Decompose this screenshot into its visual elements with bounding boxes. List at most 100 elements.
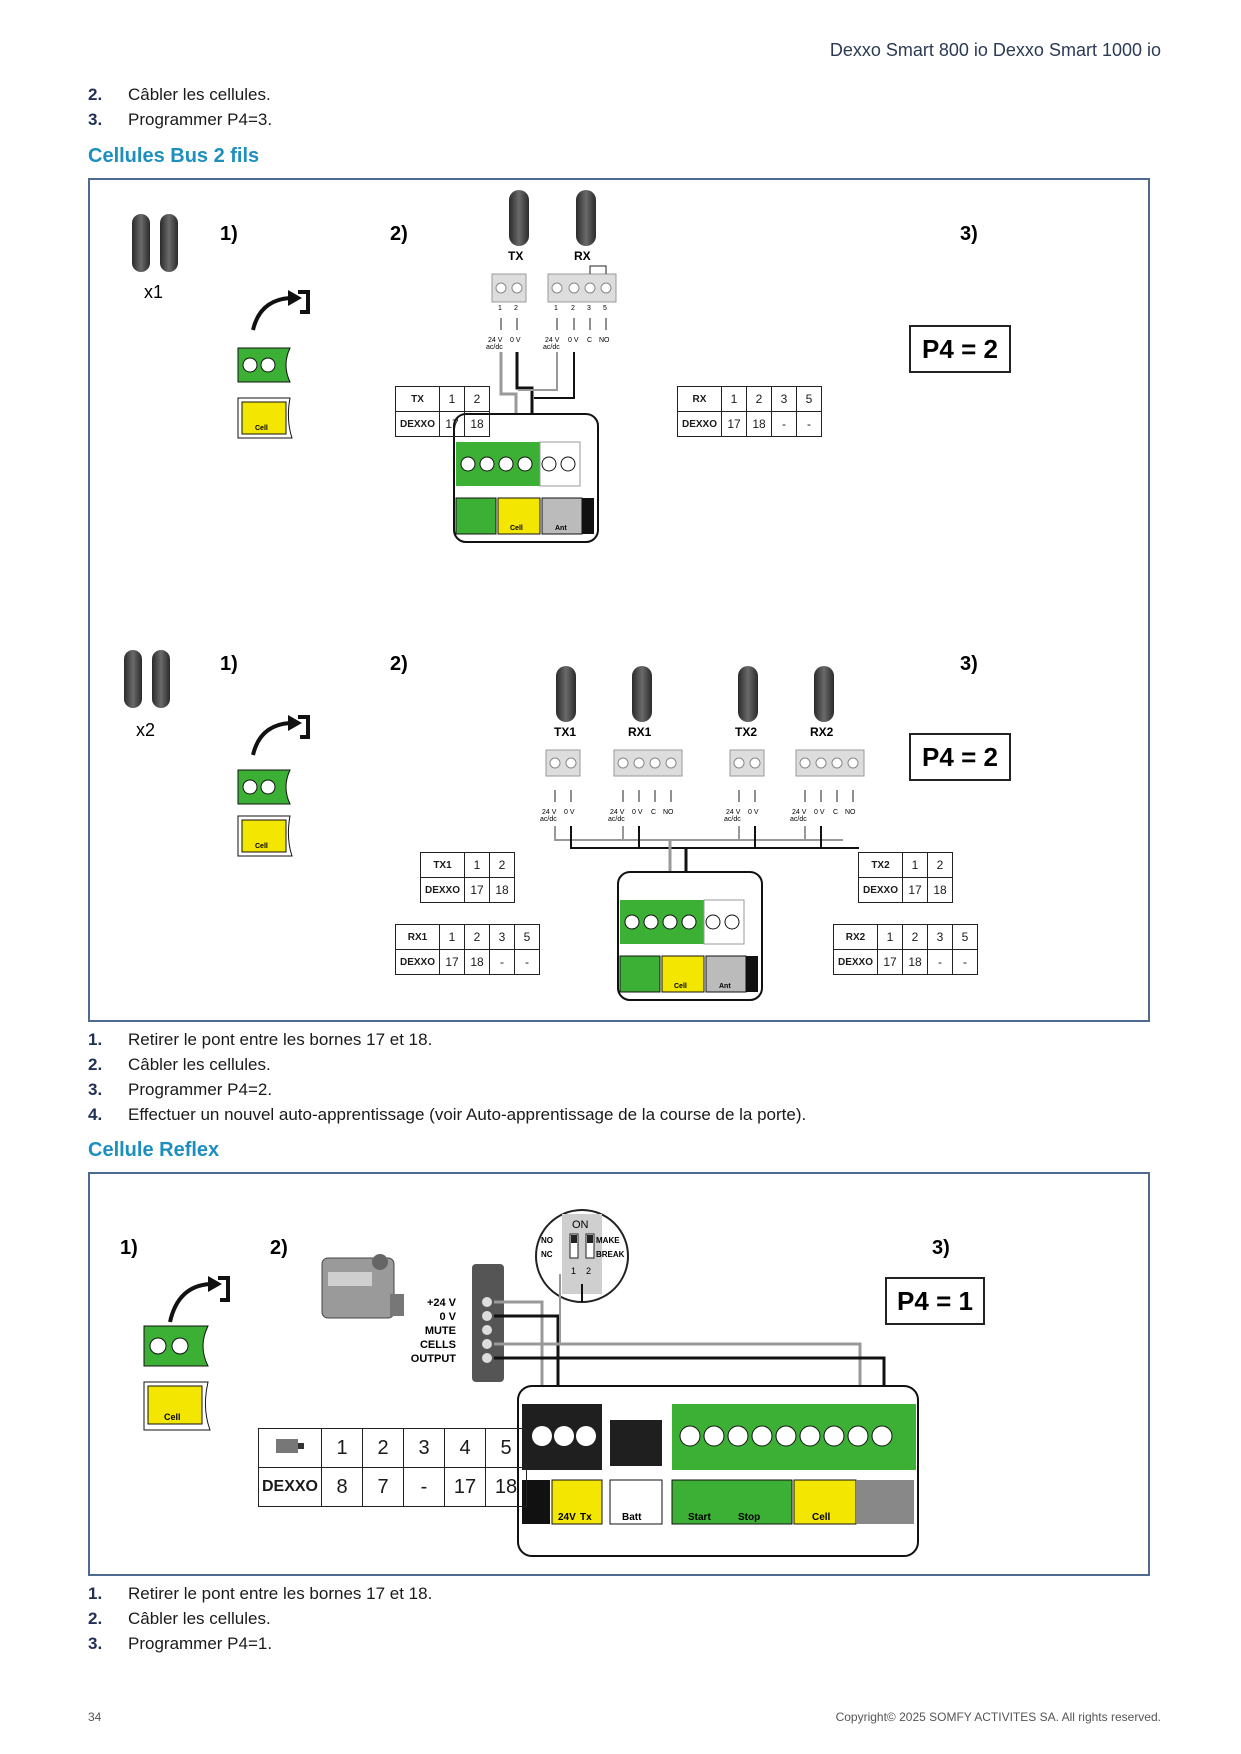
rx1-cell-icon: [632, 666, 652, 722]
svg-text:2: 2: [514, 305, 518, 312]
svg-text:ac/dc: ac/dc: [543, 344, 560, 351]
svg-text:Cell: Cell: [255, 843, 268, 850]
step-3-label: 3): [932, 1237, 950, 1259]
section-title-bus: Cellules Bus 2 fils: [88, 145, 260, 167]
svg-text:OUTPUT: OUTPUT: [411, 1353, 457, 1365]
copyright: Copyright© 2025 SOMFY ACTIVITES SA. All …: [835, 1710, 1161, 1724]
tx1-cell-icon: [556, 666, 576, 722]
svg-text:Start: Start: [688, 1512, 711, 1523]
rx2-label: RX2: [810, 725, 834, 739]
steps-list-mid: 1.Retirer le pont entre les bornes 17 et…: [88, 1027, 806, 1127]
svg-text:Cell: Cell: [164, 1412, 181, 1422]
section-title-reflex: Cellule Reflex: [88, 1139, 220, 1161]
svg-text:NO: NO: [599, 337, 610, 344]
svg-text:1: 1: [498, 305, 502, 312]
svg-text:2: 2: [571, 305, 575, 312]
control-board-icon: 24V Tx Batt Start Stop Cell: [517, 1385, 919, 1557]
svg-text:MAKE: MAKE: [596, 1236, 620, 1245]
rx2-cell-icon: [814, 666, 834, 722]
svg-text:ac/dc: ac/dc: [540, 816, 557, 823]
step-2-label: 2): [390, 653, 408, 675]
p4-setting-box: [885, 1277, 985, 1325]
reflex-wiring-diagram: 1) 2) 3) Cell ON: [120, 1209, 985, 1557]
steps-list-bottom: 1.Retirer le pont entre les bornes 17 et…: [88, 1581, 432, 1656]
p4-setting-box: [909, 325, 1011, 373]
list-item: 4.Effectuer un nouvel auto-apprentissage…: [88, 1105, 807, 1124]
svg-text:+24 V: +24 V: [427, 1297, 457, 1309]
svg-text:C: C: [587, 337, 592, 344]
steps-list-top: 2.Câbler les cellules. 3.Programmer P4=3…: [88, 82, 272, 132]
quantity-label: x1: [144, 282, 163, 302]
list-item: 3.Programmer P4=3.: [88, 110, 273, 129]
document-header: Dexxo Smart 800 io Dexxo Smart 1000 io: [829, 40, 1161, 60]
svg-text:Cell: Cell: [255, 425, 268, 432]
wiring-panel-reflex: 1) 2) 3) Cell ON: [88, 1172, 1150, 1576]
step-1-label: 1): [220, 653, 238, 675]
step-3-label: 3): [960, 653, 978, 675]
terminal-blocks: [545, 749, 865, 802]
connector-icon: [276, 1438, 304, 1453]
svg-text:Cell: Cell: [812, 1512, 831, 1523]
svg-text:3: 3: [587, 305, 591, 312]
svg-text:1: 1: [554, 305, 558, 312]
control-board-icon: Cell Ant: [617, 871, 763, 1001]
svg-text:C: C: [651, 809, 656, 816]
svg-text:ac/dc: ac/dc: [608, 816, 625, 823]
svg-text:NO: NO: [845, 809, 856, 816]
connector-icon-cell: [258, 1428, 322, 1468]
tx1-label: TX1: [554, 725, 576, 739]
list-item: 2.Câbler les cellules.: [88, 1609, 271, 1628]
p4-setting-label: P4 = 2: [922, 742, 998, 772]
svg-text:24 V: 24 V: [726, 809, 741, 816]
list-item: 2.Câbler les cellules.: [88, 85, 271, 104]
svg-text:0 V: 0 V: [564, 809, 575, 816]
svg-text:CELLS: CELLS: [420, 1339, 456, 1351]
svg-text:Batt: Batt: [622, 1512, 642, 1523]
step-2-label: 2): [270, 1237, 288, 1259]
svg-text:Cell: Cell: [510, 525, 523, 532]
tx-cell-icon: [509, 190, 529, 246]
photocell-pair-icon: [124, 650, 170, 708]
svg-text:1: 1: [571, 1266, 576, 1276]
svg-text:0 V: 0 V: [748, 809, 759, 816]
list-item: 1.Retirer le pont entre les bornes 17 et…: [88, 1584, 433, 1603]
rx-label: RX: [574, 249, 591, 263]
svg-text:NO: NO: [541, 1236, 553, 1245]
step-2-label: 2): [390, 223, 408, 245]
remove-jumper-icon: Cell: [237, 290, 310, 439]
svg-text:0 V: 0 V: [814, 809, 825, 816]
photocell-pair-icon: [132, 214, 178, 272]
svg-text:NO: NO: [663, 809, 674, 816]
svg-text:C: C: [833, 809, 838, 816]
svg-text:Ant: Ant: [555, 525, 567, 532]
page-number: 34: [88, 1710, 102, 1724]
svg-text:ac/dc: ac/dc: [790, 816, 807, 823]
svg-text:24 V: 24 V: [545, 337, 560, 344]
svg-text:ON: ON: [572, 1219, 589, 1231]
svg-text:24 V: 24 V: [610, 809, 625, 816]
svg-text:24 V: 24 V: [792, 809, 807, 816]
svg-text:0 V: 0 V: [439, 1311, 456, 1323]
step-1-label: 1): [220, 223, 238, 245]
rx1-label: RX1: [628, 725, 652, 739]
list-item: 2.Câbler les cellules.: [88, 1055, 271, 1074]
svg-text:MUTE: MUTE: [425, 1325, 456, 1337]
rx-cell-icon: [576, 190, 596, 246]
svg-text:ac/dc: ac/dc: [724, 816, 741, 823]
reflex-sensor-icon: [321, 1254, 404, 1319]
p4-setting-label: P4 = 2: [922, 334, 998, 364]
step-1-label: 1): [120, 1237, 138, 1259]
svg-text:0 V: 0 V: [632, 809, 643, 816]
svg-text:Cell: Cell: [674, 983, 687, 990]
svg-text:NC: NC: [541, 1250, 553, 1259]
tx-label: TX: [508, 249, 523, 263]
svg-text:Stop: Stop: [738, 1512, 760, 1523]
svg-text:Ant: Ant: [719, 983, 731, 990]
